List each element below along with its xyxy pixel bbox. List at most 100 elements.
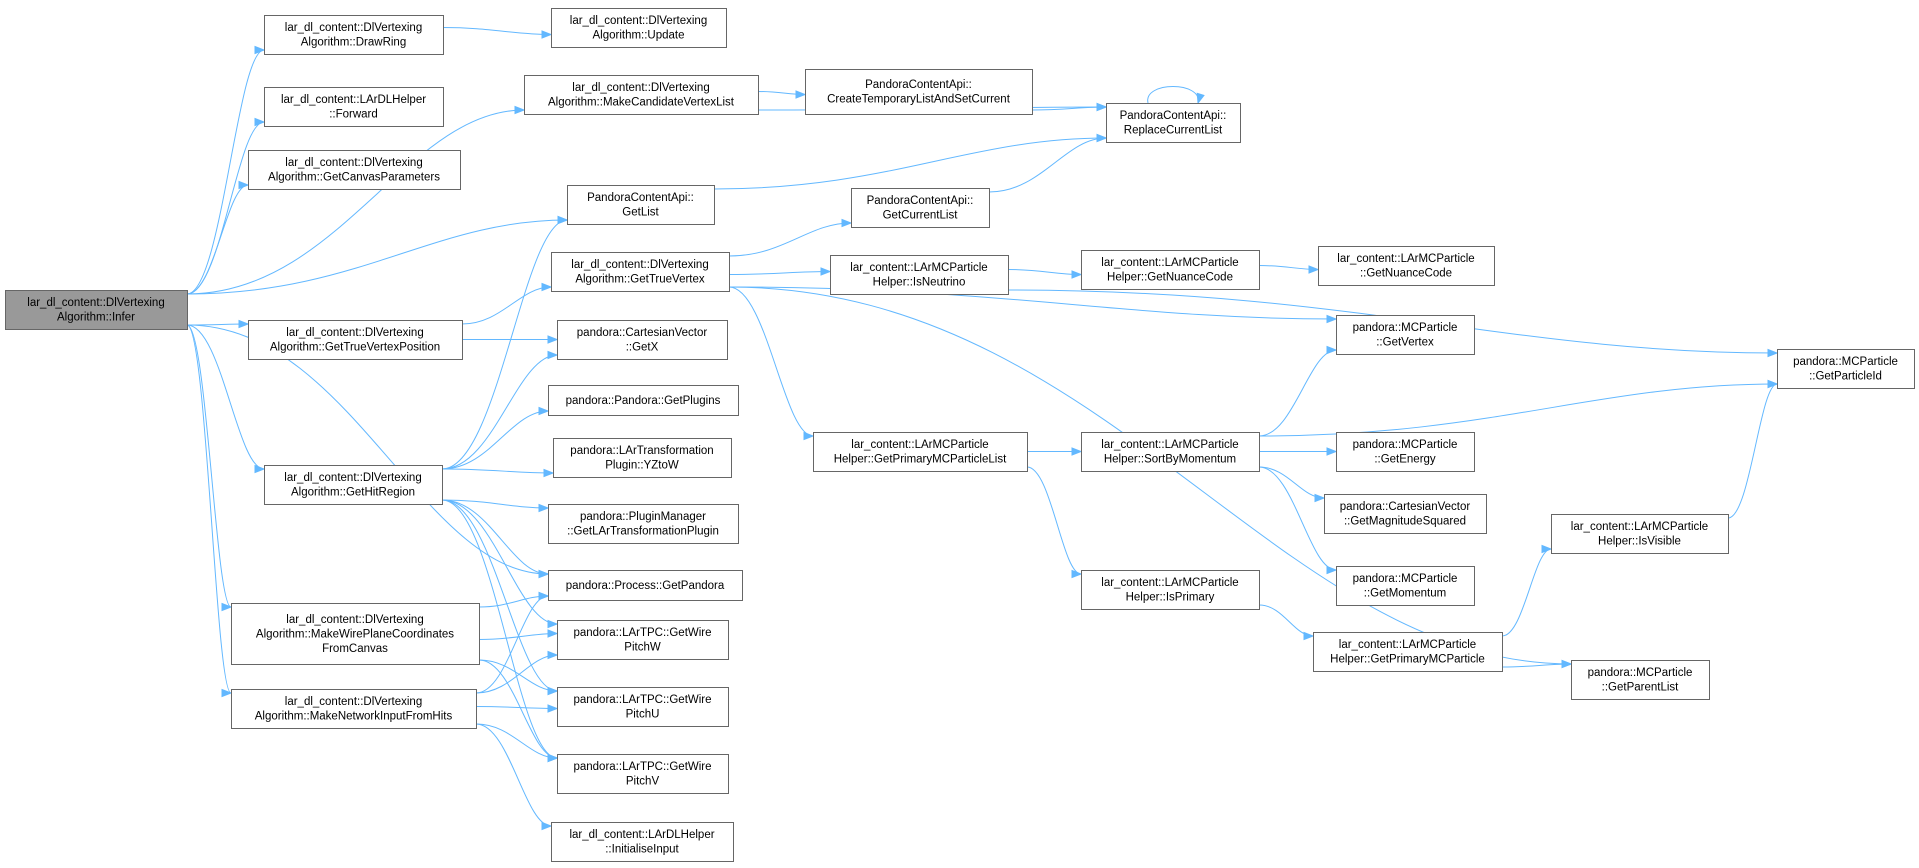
node-label: Helper::IsVisible — [1598, 536, 1681, 548]
node-getenergy[interactable]: pandora::MCParticle::GetEnergy — [1336, 432, 1475, 472]
node-label: Helper::GetPrimaryMCParticleList — [834, 454, 1007, 466]
node-label: lar_dl_content::DlVertexing — [286, 614, 423, 626]
node-getplugin[interactable]: pandora::PluginManager::GetLArTransforma… — [548, 504, 739, 544]
edge-makewire-to-pitchu — [478, 659, 559, 696]
node-box — [551, 252, 730, 292]
node-label: Algorithm::Update — [592, 30, 684, 42]
node-box — [1571, 660, 1710, 700]
node-replace[interactable]: PandoraContentApi::ReplaceCurrentList — [1106, 103, 1241, 143]
node-label: lar_dl_content::DlVertexing — [285, 157, 422, 169]
node-getparentlist[interactable]: pandora::MCParticle::GetParentList — [1571, 660, 1710, 700]
node-label: Algorithm::GetCanvasParameters — [268, 172, 440, 184]
node-drawring[interactable]: lar_dl_content::DlVertexingAlgorithm::Dr… — [264, 15, 444, 55]
node-isneutrino[interactable]: lar_content::LArMCParticleHelper::IsNeut… — [830, 255, 1009, 295]
node-label: lar_dl_content::DlVertexing — [571, 259, 708, 271]
node-getnuance[interactable]: lar_content::LArMCParticle::GetNuanceCod… — [1318, 246, 1495, 286]
node-getmagsq[interactable]: pandora::CartesianVector::GetMagnitudeSq… — [1324, 494, 1487, 534]
node-label: pandora::MCParticle — [1353, 322, 1458, 334]
node-box — [524, 75, 759, 115]
node-label: ::GetMomentum — [1364, 588, 1446, 600]
edge-gethitregion-to-getlist — [441, 215, 569, 470]
edge-getprimary-to-getparentlist — [1501, 659, 1573, 669]
node-getparticleid[interactable]: pandora::MCParticle::GetParticleId — [1777, 349, 1915, 389]
node-isprimary[interactable]: lar_content::LArMCParticleHelper::IsPrim… — [1081, 570, 1260, 610]
node-makenet[interactable]: lar_dl_content::DlVertexingAlgorithm::Ma… — [231, 689, 477, 729]
node-getcurrent[interactable]: PandoraContentApi::GetCurrentList — [851, 188, 990, 228]
node-box — [813, 432, 1028, 472]
node-box — [548, 504, 739, 544]
node-box — [557, 320, 728, 360]
node-getprimary[interactable]: lar_content::LArMCParticleHelper::GetPri… — [1313, 632, 1503, 672]
node-box — [553, 438, 732, 478]
node-getplugins[interactable]: pandora::Pandora::GetPlugins — [548, 385, 739, 416]
node-label: Algorithm::MakeNetworkInputFromHits — [255, 711, 453, 723]
node-makecand[interactable]: lar_dl_content::DlVertexingAlgorithm::Ma… — [524, 75, 759, 115]
node-getvertex[interactable]: pandora::MCParticle::GetVertex — [1336, 315, 1475, 355]
node-label: pandora::LArTPC::GetWire — [573, 694, 711, 706]
node-getx[interactable]: pandora::CartesianVector::GetX — [557, 320, 728, 360]
edge-sortbymom-to-getenergy — [1259, 447, 1338, 456]
node-makewire[interactable]: lar_dl_content::DlVertexingAlgorithm::Ma… — [231, 603, 480, 665]
node-label: pandora::MCParticle — [1588, 667, 1693, 679]
node-label: PandoraContentApi:: — [867, 195, 974, 207]
edge-makenet-to-pitchu — [475, 704, 559, 713]
node-label: pandora::MCParticle — [1353, 573, 1458, 585]
node-forward[interactable]: lar_dl_content::LArDLHelper::Forward — [264, 87, 444, 127]
edge-infer-to-getcanvas — [186, 180, 250, 295]
node-label: lar_content::LArMCParticle — [1101, 257, 1238, 269]
node-box — [231, 603, 480, 665]
node-gettruevertex[interactable]: lar_dl_content::DlVertexingAlgorithm::Ge… — [551, 252, 730, 292]
node-label: ::GetMagnitudeSquared — [1344, 516, 1466, 528]
edge-gettruevpos-to-gettruevertex — [461, 282, 553, 325]
node-label: ::InitialiseInput — [605, 844, 679, 856]
node-label: ::GetParentList — [1602, 682, 1680, 694]
node-box — [1336, 432, 1475, 472]
node-label: Algorithm::Infer — [57, 312, 135, 324]
node-label: lar_content::LArMCParticle — [1339, 639, 1476, 651]
node-yztow[interactable]: pandora::LArTransformationPlugin::YZtoW — [553, 438, 732, 478]
node-box — [264, 15, 444, 55]
node-label: Helper::GetPrimaryMCParticle — [1330, 654, 1485, 666]
node-getcanvas[interactable]: lar_dl_content::DlVertexingAlgorithm::Ge… — [248, 150, 461, 190]
node-sortbymom[interactable]: lar_content::LArMCParticleHelper::SortBy… — [1081, 432, 1260, 472]
node-box — [830, 255, 1009, 295]
node-label: Helper::GetNuanceCode — [1107, 272, 1233, 284]
node-box — [1777, 349, 1915, 389]
node-getpandora[interactable]: pandora::Process::GetPandora — [548, 570, 743, 601]
node-box — [548, 570, 743, 601]
node-isvisible[interactable]: lar_content::LArMCParticleHelper::IsVisi… — [1551, 514, 1729, 554]
node-label: CreateTemporaryListAndSetCurrent — [827, 94, 1011, 106]
node-initinput[interactable]: lar_dl_content::LArDLHelper::InitialiseI… — [551, 822, 734, 862]
node-label: pandora::Pandora::GetPlugins — [566, 395, 721, 407]
node-label: GetList — [622, 207, 659, 219]
node-label: pandora::LArTPC::GetWire — [573, 761, 711, 773]
edge-gettruevertex-to-getprimarylist — [728, 286, 815, 441]
node-label: pandora::PluginManager — [580, 511, 706, 523]
node-infer[interactable]: lar_dl_content::DlVertexingAlgorithm::In… — [5, 290, 188, 330]
node-getmomentum[interactable]: pandora::MCParticle::GetMomentum — [1336, 566, 1475, 606]
edge-drawring-to-update — [442, 27, 553, 39]
node-getnuancehelper[interactable]: lar_content::LArMCParticleHelper::GetNua… — [1081, 250, 1260, 290]
edge-sortbymom-to-getmomentum — [1258, 466, 1338, 575]
edge-makenet-to-pitchw — [475, 650, 559, 694]
edge-gettruevpos-to-getx — [462, 335, 559, 344]
node-gettruevpos[interactable]: lar_dl_content::DlVertexingAlgorithm::Ge… — [248, 320, 463, 360]
node-createtemp[interactable]: PandoraContentApi::CreateTemporaryListAn… — [805, 69, 1033, 115]
node-label: PitchU — [626, 709, 660, 721]
edge-infer-to-gettruevpos — [186, 319, 250, 329]
node-box — [248, 150, 461, 190]
edge-infer-to-makewire — [186, 324, 233, 612]
edge-getprimarylist-to-isprimary — [1026, 466, 1083, 579]
node-getprimarylist[interactable]: lar_content::LArMCParticleHelper::GetPri… — [813, 432, 1028, 472]
edge-gethitregion-to-getx — [441, 350, 559, 470]
node-update[interactable]: lar_dl_content::DlVertexingAlgorithm::Up… — [551, 8, 727, 48]
node-getlist[interactable]: PandoraContentApi::GetList — [567, 185, 715, 225]
node-gethitregion[interactable]: lar_dl_content::DlVertexingAlgorithm::Ge… — [264, 465, 443, 505]
node-label: lar_dl_content::LArDLHelper — [281, 94, 426, 106]
node-label: pandora::MCParticle — [1353, 439, 1458, 451]
edge-infer-to-getpandora — [186, 324, 550, 579]
